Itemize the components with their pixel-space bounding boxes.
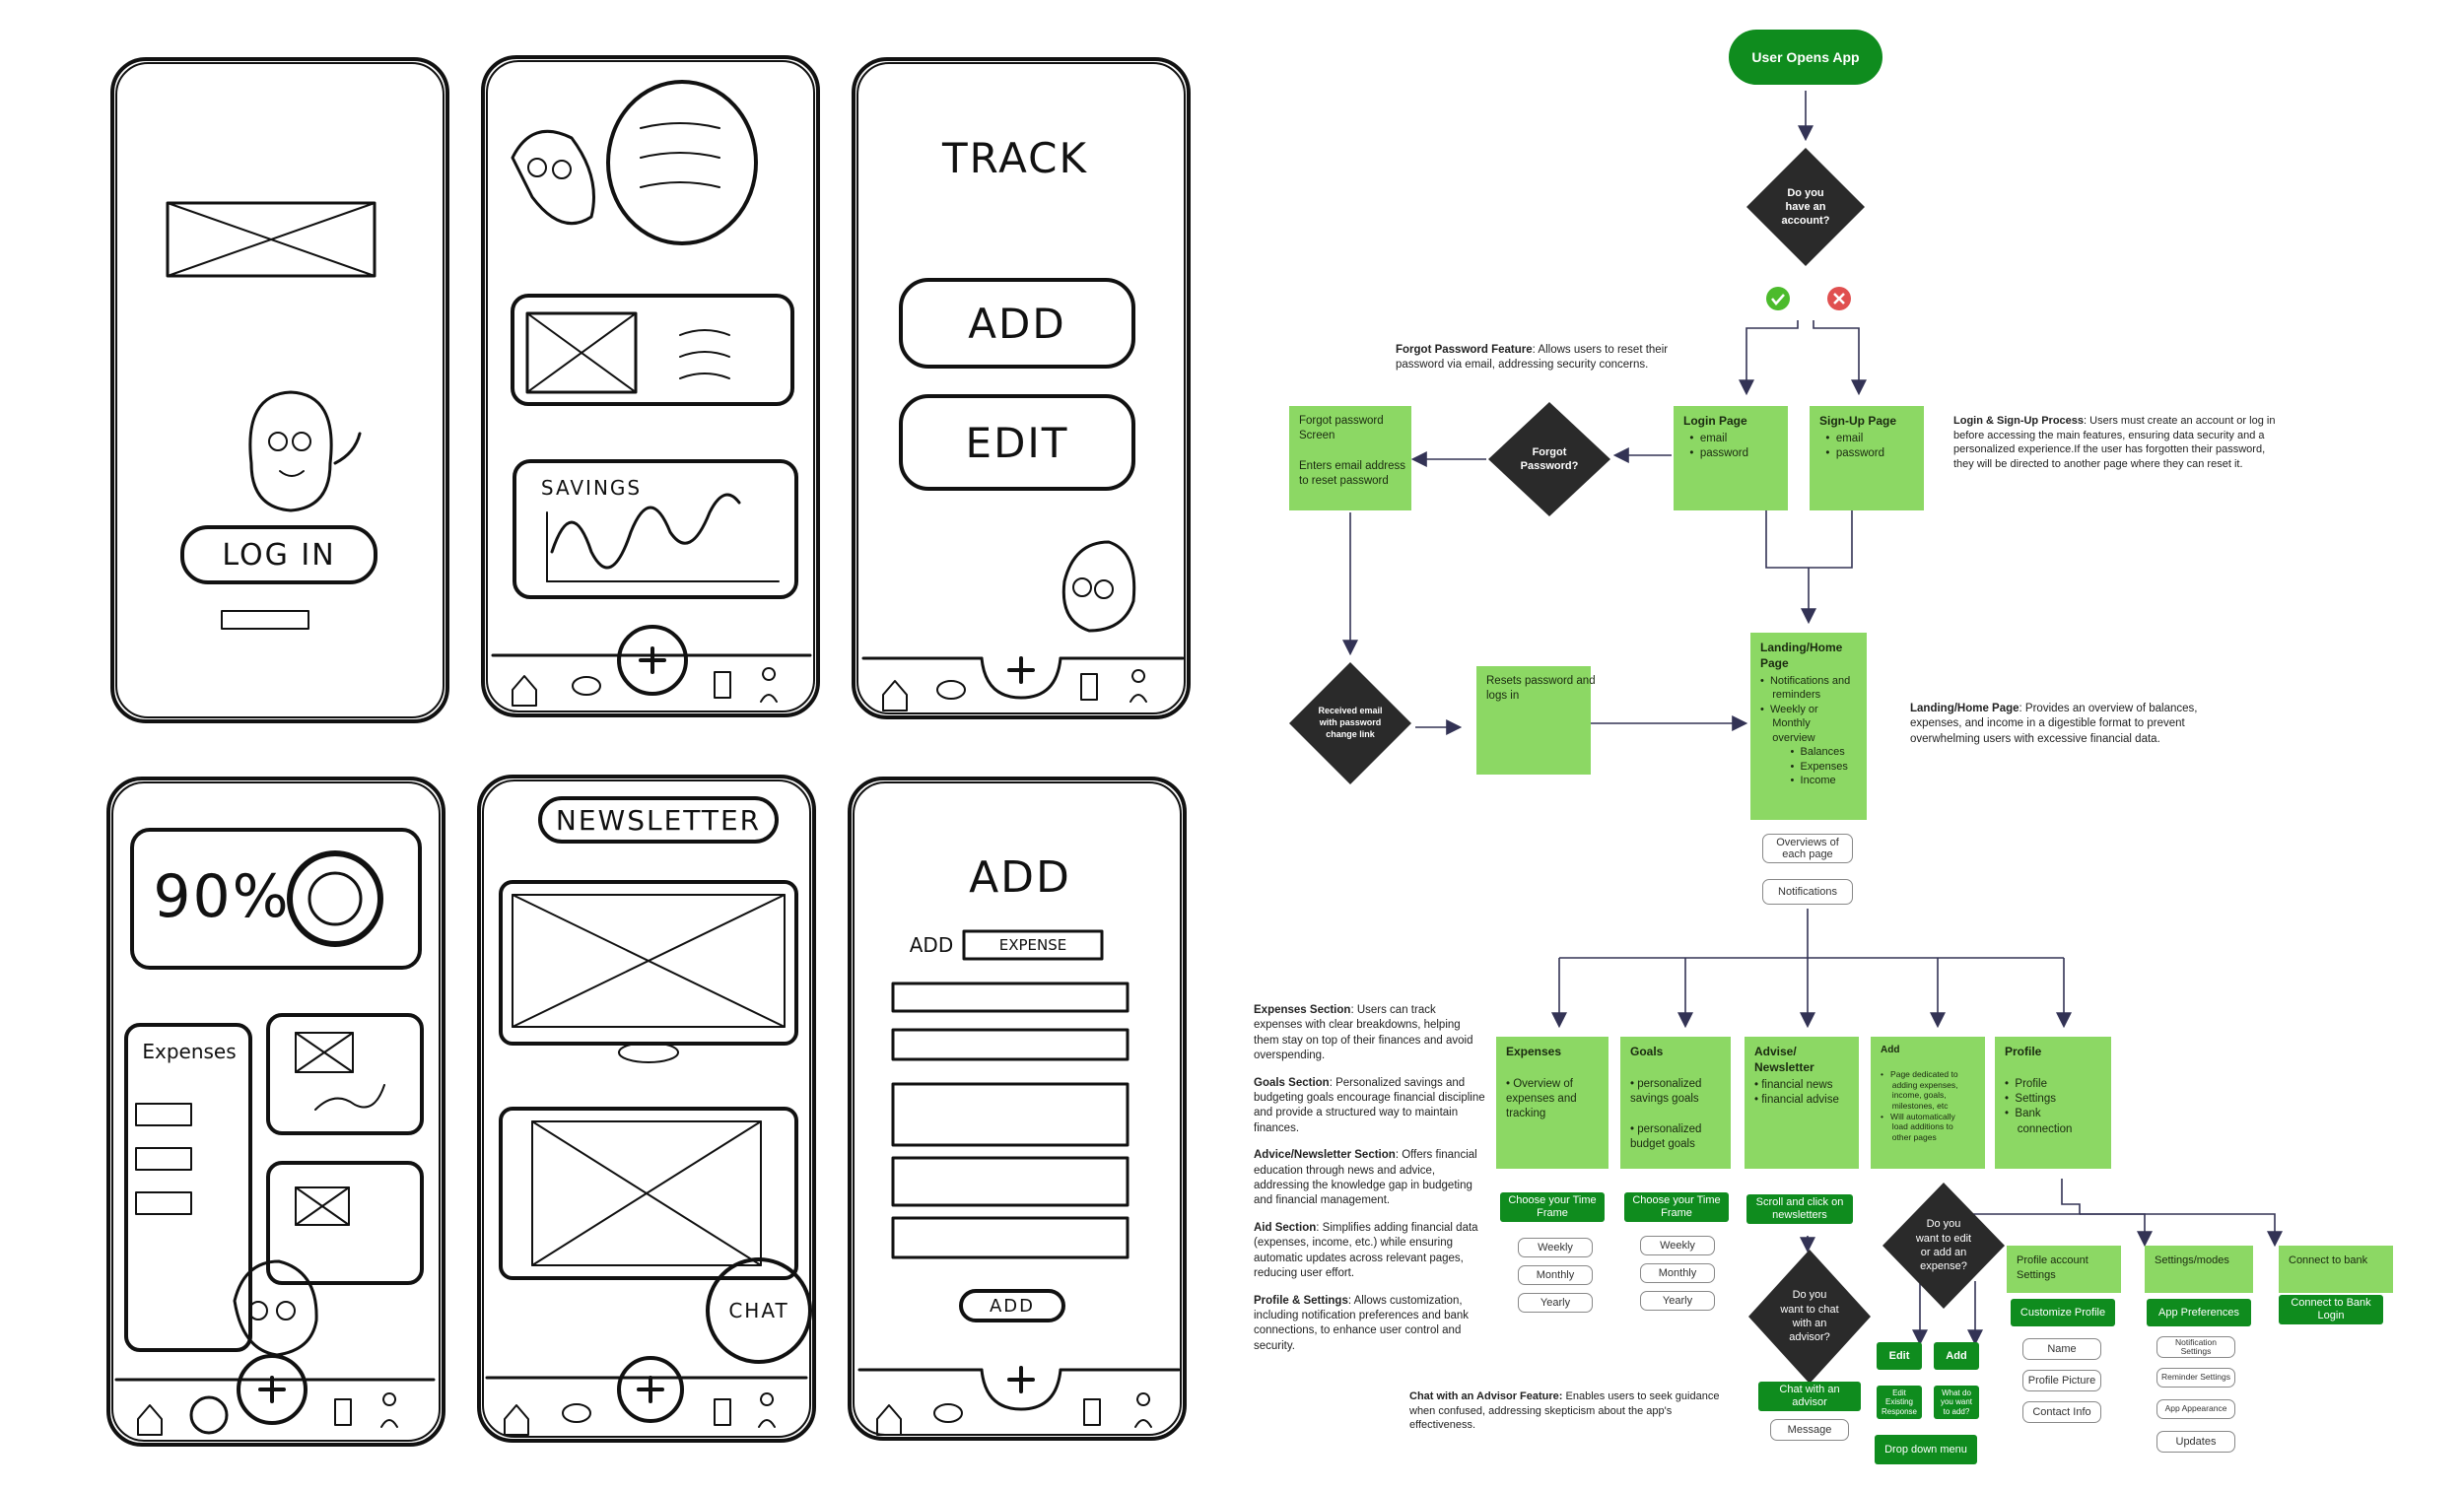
chat-advisor-description: Chat with an Advisor Feature: Enables us…: [1409, 1390, 1720, 1432]
pref-app-appearance[interactable]: App Appearance: [2156, 1399, 2235, 1419]
pref-reminder-settings[interactable]: Reminder Settings: [2156, 1368, 2235, 1388]
forgot-password-screen: Forgot password Screen Enters email addr…: [1289, 406, 1411, 510]
profile-option-name[interactable]: Name: [2022, 1338, 2101, 1360]
time-option-weekly[interactable]: Weekly: [1640, 1236, 1715, 1255]
sketch-add-button: ADD: [968, 299, 1066, 348]
profile-option-contact[interactable]: Contact Info: [2022, 1401, 2101, 1423]
sketch-add-submit: ADD: [989, 1295, 1036, 1317]
sketch-expenses-label: Expenses: [142, 1040, 237, 1063]
pref-notification-settings[interactable]: Notification Settings: [2156, 1336, 2235, 1358]
time-option-monthly[interactable]: Monthly: [1518, 1265, 1593, 1285]
advice-section-description: Advice/Newsletter Section: Offers financ…: [1254, 1149, 1477, 1207]
app-preferences-button[interactable]: App Preferences: [2147, 1299, 2251, 1326]
forgot-password-description: Forgot Password Feature: Allows users to…: [1396, 344, 1669, 372]
choose-time-frame-expenses[interactable]: Choose your Time Frame: [1500, 1192, 1605, 1222]
sketch-phone-add: [848, 777, 1187, 1441]
what-to-add[interactable]: What do you want to add?: [1934, 1386, 1979, 1419]
expenses-section-box: Expenses • Overview of expenses and trac…: [1496, 1037, 1608, 1169]
sketch-chat-bubble: CHAT: [728, 1299, 789, 1322]
login-page-box: Login Page • email • password: [1674, 406, 1788, 510]
edit-existing-response[interactable]: Edit Existing Response: [1877, 1386, 1922, 1419]
profile-settings-description: Profile & Settings: Allows customization…: [1254, 1294, 1470, 1352]
decision-chat-diamond: [1748, 1250, 1871, 1384]
sketch-phone-expenses: [106, 777, 445, 1447]
reset-password-box: Resets password and logs in: [1476, 666, 1596, 775]
landing-home-page-box: Landing/Home Page • Notifications and re…: [1750, 633, 1867, 820]
sketch-expense-dropdown: EXPENSE: [998, 936, 1067, 954]
scroll-newsletters-button[interactable]: Scroll and click on newsletters: [1746, 1194, 1853, 1224]
signup-page-box: Sign-Up Page • email • password: [1810, 406, 1924, 510]
add-section-box: Add • Page dedicated to adding expenses,…: [1871, 1037, 1985, 1169]
sketch-phone-home: [481, 55, 820, 717]
sketch-add-label: ADD: [909, 933, 954, 957]
profile-account-settings-box: Profile account Settings: [2007, 1246, 2121, 1293]
sketch-login-button: LOG IN: [222, 537, 336, 573]
decision-edit-diamond: [1882, 1183, 2005, 1309]
time-option-yearly[interactable]: Yearly: [1640, 1291, 1715, 1311]
goals-section-description: Goals Section: Personalized savings and …: [1254, 1076, 1485, 1134]
goals-section-box: Goals • personalized savings goals • per…: [1620, 1037, 1731, 1169]
message-pill[interactable]: Message: [1770, 1419, 1849, 1441]
advise-newsletter-box: Advise/ Newsletter • financial news • fi…: [1745, 1037, 1859, 1169]
decision-received-diamond: [1289, 662, 1411, 784]
connect-bank-login-button[interactable]: Connect to Bank Login: [2279, 1295, 2383, 1324]
settings-modes-box: Settings/modes: [2145, 1246, 2253, 1293]
add-button[interactable]: Add: [1934, 1342, 1979, 1370]
edit-button[interactable]: Edit: [1877, 1342, 1922, 1370]
profile-section-box: Profile • Profile • Settings • Bank conn…: [1995, 1037, 2111, 1169]
sketch-newsletter-title: NEWSLETTER: [555, 803, 762, 837]
pref-updates[interactable]: Updates: [2156, 1431, 2235, 1453]
profile-option-picture[interactable]: Profile Picture: [2022, 1370, 2101, 1391]
check-icon: [1766, 287, 1790, 310]
connect-bank-box: Connect to bank: [2279, 1246, 2393, 1293]
time-option-monthly[interactable]: Monthly: [1640, 1263, 1715, 1283]
aid-section-description: Aid Section: Simplifies adding financial…: [1254, 1221, 1478, 1280]
sketch-track-title: TRACK: [942, 133, 1088, 182]
cross-icon: [1827, 287, 1851, 310]
decision-account-diamond: [1746, 148, 1865, 266]
sketch-phone-login: [110, 57, 449, 723]
customize-profile-button[interactable]: Customize Profile: [2011, 1299, 2115, 1326]
time-option-yearly[interactable]: Yearly: [1518, 1293, 1593, 1313]
expenses-section-description: Expenses Section: Users can track expens…: [1254, 1004, 1473, 1062]
sketch-edit-button: EDIT: [965, 418, 1069, 467]
sketch-savings-label: SAVINGS: [540, 476, 643, 500]
sketch-phone-newsletter: [477, 775, 816, 1443]
drop-down-menu-button[interactable]: Drop down menu: [1875, 1435, 1977, 1464]
overviews-pill: Overviews of each page: [1762, 834, 1853, 863]
choose-time-frame-goals[interactable]: Choose your Time Frame: [1624, 1192, 1729, 1222]
sketch-percent: 90%: [153, 862, 291, 931]
sketch-phone-track: [852, 57, 1191, 719]
notifications-pill: Notifications: [1762, 879, 1853, 905]
chat-advisor-button[interactable]: Chat with an advisor: [1758, 1382, 1861, 1411]
login-signup-description: Login & Sign-Up Process: Users must crea…: [1953, 415, 2276, 471]
section-descriptions: Expenses Section: Users can track expens…: [1254, 1003, 1486, 1354]
decision-forgot-diamond: [1488, 402, 1610, 516]
landing-page-description: Landing/Home Page: Provides an overview …: [1910, 703, 2198, 745]
sketch-add-title: ADD: [969, 851, 1071, 903]
time-option-weekly[interactable]: Weekly: [1518, 1238, 1593, 1257]
start-node: User Opens App: [1729, 30, 1882, 85]
